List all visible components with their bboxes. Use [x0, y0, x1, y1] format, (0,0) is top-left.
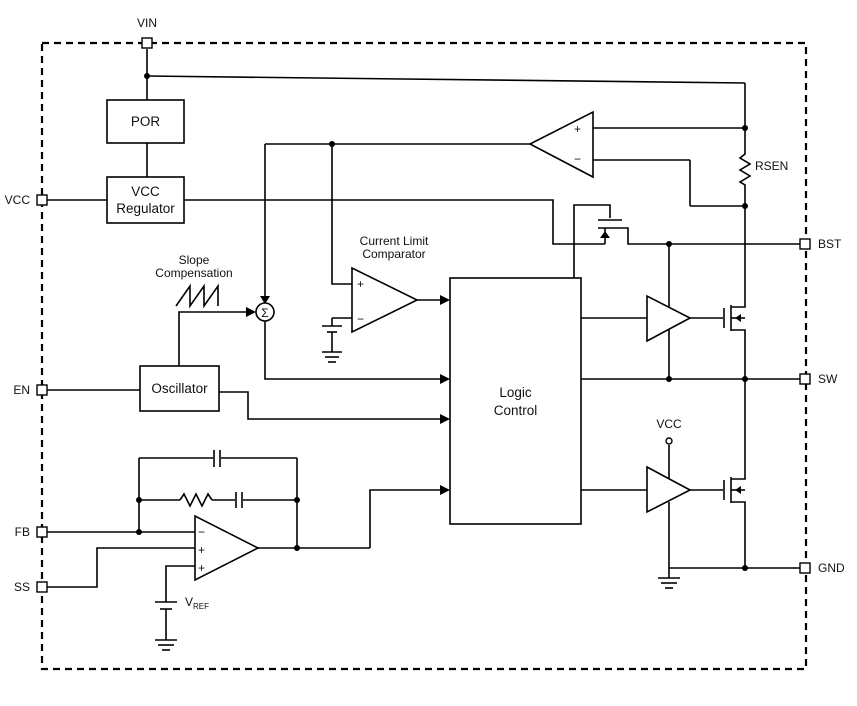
por-block: [106, 99, 185, 144]
osc-to-logic-arrow: [440, 414, 450, 424]
slope-label-1: Slope: [179, 253, 210, 267]
sawtooth-icon: [175, 283, 219, 309]
sum-to-logic-wire: [264, 321, 442, 380]
slope-label-2: Compensation: [155, 266, 232, 280]
ss-pin: [36, 581, 48, 593]
svg-text:−: −: [574, 152, 581, 166]
low-side-driver: [581, 437, 723, 568]
svg-text:−: −: [357, 312, 364, 326]
fb-pin-label: FB: [15, 525, 30, 539]
logic-label-2: Control: [494, 403, 538, 418]
svg-text:+: +: [198, 561, 205, 575]
rsen-label: RSEN: [755, 159, 788, 173]
vin-rail: [144, 49, 748, 177]
logic-to-bst-switch-wire: [573, 204, 611, 278]
osc-to-logic-wire: [219, 391, 442, 420]
oscillator-label: Oscillator: [151, 381, 208, 396]
bst-pin-label: BST: [818, 237, 842, 251]
sw-pin-label: SW: [818, 372, 838, 386]
por-label: POR: [131, 114, 161, 129]
bst-pin: [799, 238, 811, 250]
current-limit-comparator: + −: [331, 144, 450, 334]
svg-text:+: +: [574, 122, 581, 136]
sigma-symbol: Σ: [261, 306, 268, 320]
gnd-pin-label: GND: [818, 561, 845, 575]
vin-pin: [141, 37, 153, 49]
low-side-mosfet: [723, 477, 746, 568]
svg-text:+: +: [198, 543, 205, 557]
current-sense-amplifier: + −: [265, 110, 745, 179]
svg-text:+: +: [357, 277, 364, 291]
ic-boundary: [40, 41, 808, 671]
logic-label-1: Logic: [499, 385, 532, 400]
compensation-network: [47, 450, 300, 548]
en-pin-label: EN: [13, 383, 30, 397]
current-limit-label-1: Current Limit: [360, 234, 429, 248]
sw-pin: [799, 373, 811, 385]
vcc-regulator-label-2: Regulator: [116, 201, 175, 216]
ss-pin-label: SS: [14, 580, 30, 594]
gnd-pin: [799, 562, 811, 574]
vcc-pin-label: VCC: [5, 193, 31, 207]
logic-control-block: [449, 277, 582, 525]
current-limit-label-2: Comparator: [362, 247, 425, 261]
svg-text:−: −: [198, 525, 205, 539]
bst-switch: [598, 219, 805, 247]
vref-source: [155, 565, 195, 651]
vcc-regulator-label-1: VCC: [131, 184, 160, 199]
fb-pin: [36, 526, 48, 538]
vcc-supply-label: VCC: [656, 417, 682, 431]
osc-to-sum-wire: [178, 311, 248, 366]
vin-pin-label: VIN: [137, 16, 157, 30]
rsen-resistor: [689, 152, 752, 305]
high-side-mosfet: [723, 305, 746, 379]
oscillator-block: [139, 365, 220, 412]
osc-to-sum-arrow: [246, 307, 256, 317]
gnd-rail: [658, 565, 805, 589]
high-side-driver: [581, 244, 723, 379]
en-pin: [36, 384, 48, 396]
sum-to-logic-arrow: [440, 374, 450, 384]
vcc-pin: [36, 194, 48, 206]
regulator-to-bst-wire: [184, 199, 605, 245]
sw-node: [581, 376, 805, 477]
sense-arrow: [260, 296, 270, 304]
ss-wire: [47, 547, 195, 588]
vref-label: VREF: [185, 595, 209, 611]
vcc-supply-terminal: [665, 437, 673, 445]
comparator-reference-source: [322, 318, 342, 363]
